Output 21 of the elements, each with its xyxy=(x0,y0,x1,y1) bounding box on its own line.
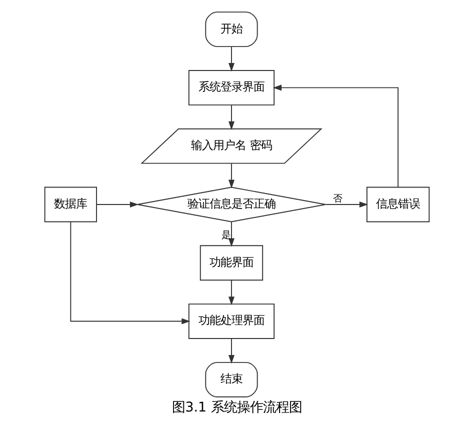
caption: 图3.1 系统操作流程图 xyxy=(172,400,302,416)
arrow xyxy=(228,163,235,188)
node-box: 信息错误 xyxy=(366,186,430,222)
node-box: 结束 xyxy=(205,362,258,398)
arrow xyxy=(272,84,399,188)
edge-label: 是 xyxy=(222,230,232,242)
node-box: 数据库 xyxy=(44,186,97,222)
arrow xyxy=(228,338,235,364)
arrow xyxy=(228,104,235,130)
node-diamond: 验证信息是否正确 xyxy=(136,186,326,222)
edge-label: 否 xyxy=(333,194,344,205)
node-box: 功能界面 xyxy=(200,245,264,281)
node-box: 系统登录界面 xyxy=(188,70,275,106)
node-box: 功能处理界面 xyxy=(188,304,275,339)
arrow xyxy=(228,222,235,247)
node-box: 开始 xyxy=(205,12,258,48)
arrow xyxy=(228,46,235,72)
arrow xyxy=(96,201,139,208)
arrow xyxy=(325,201,368,208)
arrow xyxy=(228,280,235,306)
arrow xyxy=(70,221,190,324)
